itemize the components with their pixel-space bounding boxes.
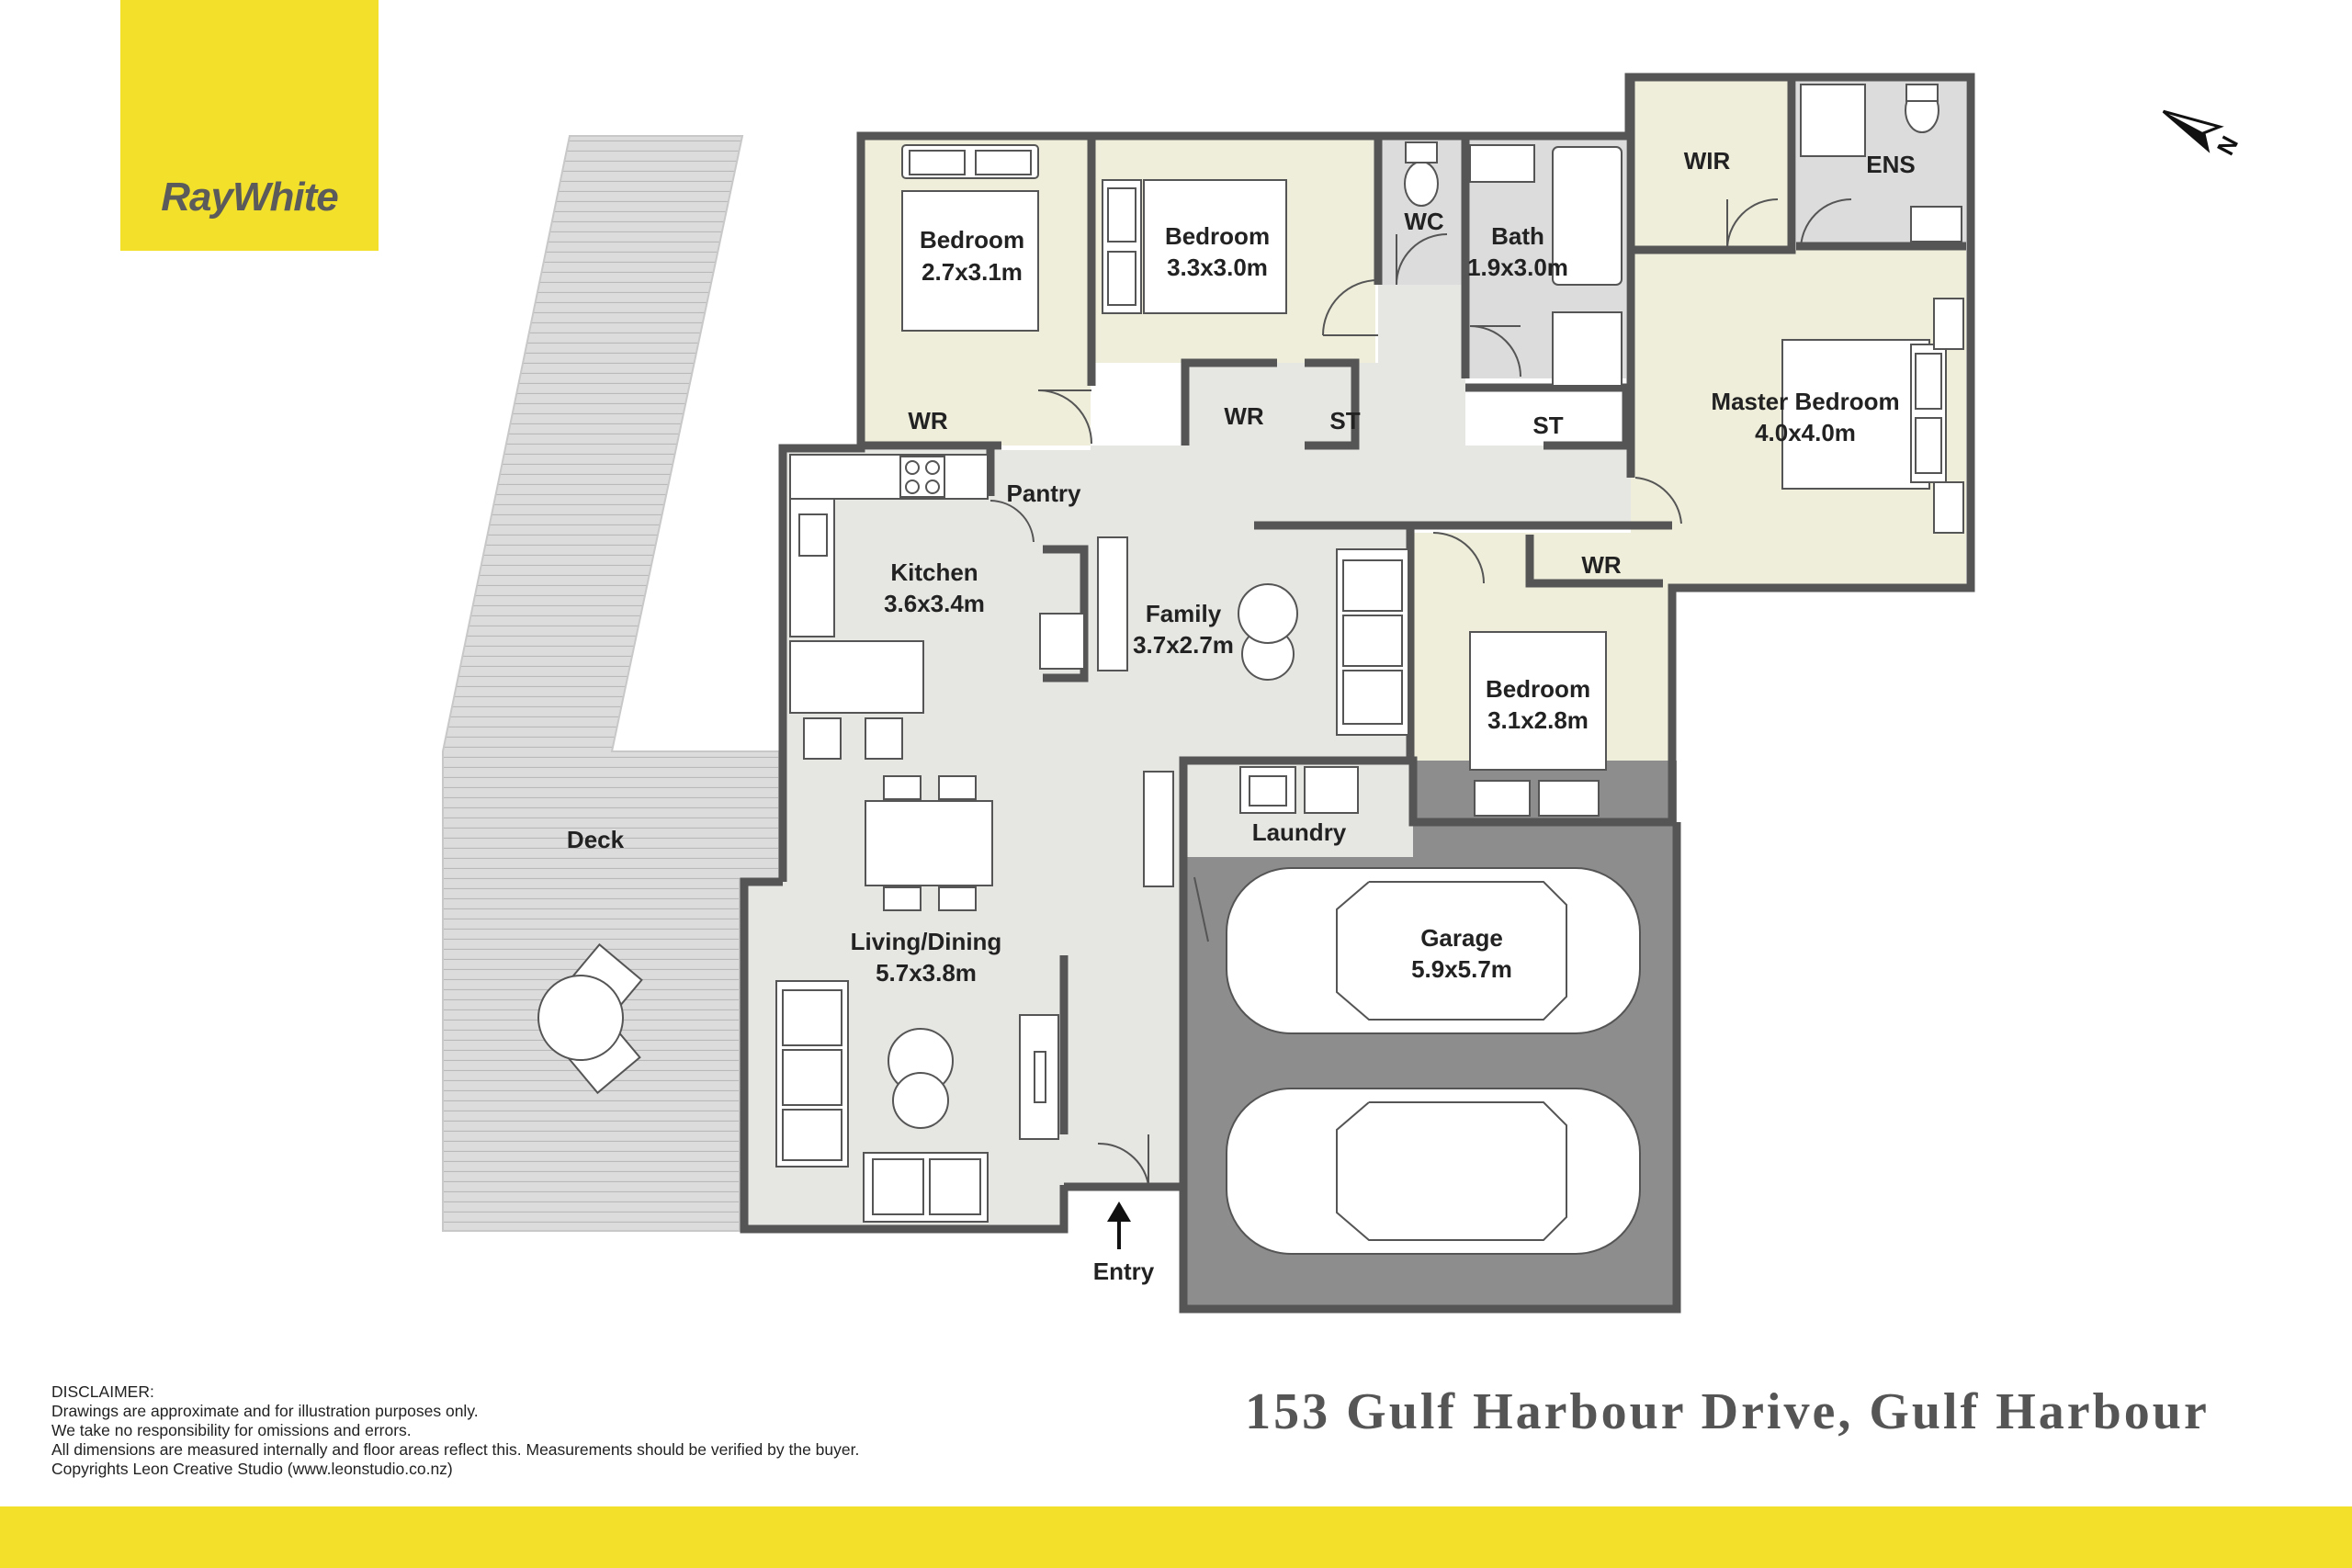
master-bedroom-name: Master Bedroom [1711, 388, 1899, 415]
deck-name: Deck [567, 826, 625, 853]
laundry-name: Laundry [1252, 818, 1347, 846]
wr-2-name: WR [1224, 402, 1264, 430]
fixtures [775, 84, 1964, 1255]
raywhite-logo: RayWhite [120, 0, 379, 251]
wr-3-name: WR [1581, 551, 1622, 579]
living-dining-name: Living/Dining [851, 928, 1002, 955]
disclaimer-heading: DISCLAIMER: [51, 1382, 154, 1401]
family-name: Family [1146, 600, 1222, 627]
doors [989, 198, 1852, 1187]
bath-name: Bath [1491, 222, 1544, 250]
bedroom-2-size: 2.7x3.1m [922, 258, 1023, 286]
wir-fill [1631, 81, 1792, 246]
bedroom-2-name: Bedroom [920, 226, 1024, 254]
disclaimer-line: Copyrights Leon Creative Studio (www.leo… [51, 1460, 453, 1478]
st-1-name: ST [1329, 407, 1360, 434]
property-address: 153 Gulf Harbour Drive, Gulf Harbour [1245, 1383, 2210, 1440]
walls [740, 73, 1975, 1314]
master-bedroom-size: 4.0x4.0m [1755, 419, 1856, 446]
bath-size: 1.9x3.0m [1467, 254, 1568, 281]
footer-bar [0, 1506, 2352, 1568]
garage-name: Garage [1420, 924, 1503, 952]
entry-name: Entry [1093, 1258, 1155, 1285]
disclaimer-line: We take no responsibility for omissions … [51, 1421, 412, 1439]
kitchen-size: 3.6x3.4m [884, 590, 985, 617]
bedroom-4-size: 3.1x2.8m [1487, 706, 1589, 734]
laundry-fill [1183, 761, 1413, 857]
wir-name: WIR [1684, 147, 1731, 175]
st-2-name: ST [1532, 412, 1563, 439]
bedroom-3-size: 3.3x3.0m [1167, 254, 1268, 281]
family-size: 3.7x2.7m [1133, 631, 1234, 659]
ens-name: ENS [1866, 151, 1915, 178]
disclaimer: DISCLAIMER: Drawings are approximate and… [51, 1382, 1154, 1479]
deck-table-set [537, 942, 643, 1095]
pantry-name: Pantry [1007, 479, 1081, 507]
wc-name: WC [1404, 208, 1444, 235]
entry-arrow-icon [1107, 1201, 1131, 1249]
disclaimer-line: All dimensions are measured internally a… [51, 1440, 860, 1459]
room-labels: Bedroom 2.7x3.1m Bedroom 3.3x3.0m WC Bat… [567, 147, 1916, 1285]
compass-label: N [2211, 131, 2244, 160]
kitchen-name: Kitchen [890, 558, 978, 586]
garage-size: 5.9x5.7m [1411, 955, 1512, 983]
bedroom-3-name: Bedroom [1165, 222, 1270, 250]
living-dining-size: 5.7x3.8m [876, 959, 977, 987]
bedroom-4-name: Bedroom [1486, 675, 1590, 703]
north-arrow-icon: N [2162, 109, 2244, 160]
disclaimer-line: Drawings are approximate and for illustr… [51, 1402, 479, 1420]
logo-text: RayWhite [161, 175, 338, 220]
wr-1-name: WR [908, 407, 948, 434]
